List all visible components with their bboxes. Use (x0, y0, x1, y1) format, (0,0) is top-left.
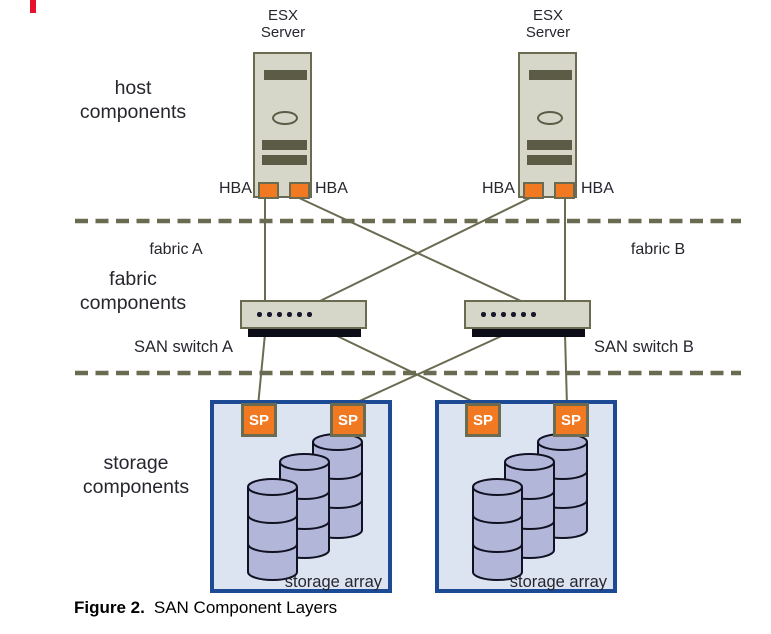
link-switchA-arrayL (257, 333, 266, 407)
esx-server-right-title: ESX Server (525, 7, 571, 41)
sp-controller: SP (330, 403, 366, 437)
server-slot (527, 140, 572, 150)
hba-port (554, 182, 575, 199)
esx-server-left-title: ESX Server (260, 7, 306, 41)
switch-port-dots (481, 312, 536, 317)
server-drive-bay-icon (537, 111, 563, 125)
sp-controller: SP (241, 403, 277, 437)
link-hba2-switchB (296, 196, 524, 303)
server-slot (262, 140, 307, 150)
san-switch-b (464, 300, 591, 337)
hba-label: HBA (315, 180, 348, 197)
disk-cylinder (472, 478, 523, 581)
hba-port (289, 182, 310, 199)
link-switchB-arrayL (352, 333, 507, 405)
disk-cylinder (247, 478, 298, 581)
storage-array-right: SP SP storage array (435, 400, 617, 593)
san-switch-a (240, 300, 367, 337)
storage-array-left: SP SP storage array (210, 400, 392, 593)
storage-array-label: storage array (509, 573, 607, 591)
hba-port (258, 182, 279, 199)
san-switch-b-label: SAN switch B (594, 338, 694, 356)
sp-controller: SP (553, 403, 589, 437)
esx-server-right (518, 52, 577, 199)
hba-label: HBA (219, 180, 252, 197)
hba-label: HBA (581, 180, 614, 197)
storage-array-label: storage array (284, 573, 382, 591)
red-edge-mark (30, 0, 36, 13)
san-switch-a-label: SAN switch A (134, 338, 234, 356)
server-slot (262, 155, 307, 165)
figure-caption-label: Figure 2. (74, 598, 145, 617)
figure-caption-title: SAN Component Layers (153, 598, 338, 617)
link-hba3-switchA (317, 196, 533, 303)
switch-base-bar (248, 329, 361, 337)
storage-components-label: storage components (82, 452, 190, 498)
server-slot (529, 70, 572, 80)
server-drive-bay-icon (272, 111, 298, 125)
fabric-components-label: fabric components (79, 268, 187, 314)
disk-cylinders (472, 433, 588, 581)
link-switchA-arrayR (332, 333, 479, 405)
disk-cylinders (247, 433, 363, 581)
switch-base-bar (472, 329, 585, 337)
server-slot (527, 155, 572, 165)
link-switchB-arrayR (564, 333, 568, 407)
fabric-b-label: fabric B (630, 241, 686, 258)
host-components-label: host components (79, 77, 187, 123)
esx-server-left (253, 52, 312, 199)
switch-port-dots (257, 312, 312, 317)
hba-label: HBA (482, 180, 515, 197)
server-slot (264, 70, 307, 80)
sp-controller: SP (465, 403, 501, 437)
figure-caption: Figure 2. SAN Component Layers (74, 598, 337, 618)
fabric-a-label: fabric A (149, 241, 203, 258)
hba-port (523, 182, 544, 199)
